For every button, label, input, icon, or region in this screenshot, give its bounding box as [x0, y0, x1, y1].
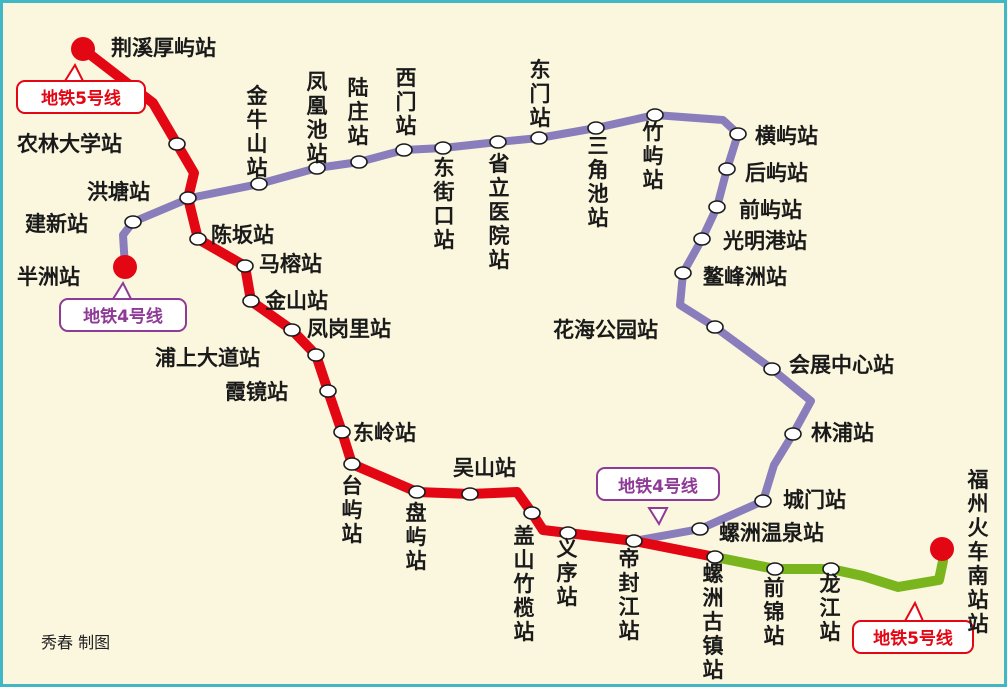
terminal-label-fuzhou-south: 福州火车南站站	[967, 468, 989, 636]
callout-line5-bottom-text: 地铁5号线	[873, 628, 953, 649]
station-label-hengyu: 横屿站	[755, 124, 818, 148]
station-dot-guangminggang[interactable]	[693, 232, 711, 246]
station-label-huahai: 花海公园站	[553, 318, 658, 342]
station-label-jinniushan: 金牛山站	[246, 84, 269, 180]
station-dot-shengli[interactable]	[489, 135, 507, 149]
station-dot-taiyu[interactable]	[343, 457, 361, 471]
station-label-jinshan: 金山站	[264, 289, 328, 313]
terminal-dot-jingxi[interactable]	[71, 37, 95, 61]
station-dot-zhuyu[interactable]	[646, 108, 664, 122]
station-label-fenggangli: 凤岗里站	[307, 317, 391, 341]
station-dot-jianxin[interactable]	[124, 215, 142, 229]
station-dot-hengyu[interactable]	[729, 127, 747, 141]
station-dot-linpu[interactable]	[784, 427, 802, 441]
station-dot-fenggangli[interactable]	[283, 323, 301, 337]
station-label-ximen: 西门站	[396, 66, 417, 138]
station-label-luzhuang: 陆庄站	[348, 76, 369, 148]
station-dot-huizhan[interactable]	[763, 362, 781, 376]
station-dot-luzhuang[interactable]	[350, 155, 368, 169]
station-label-fenghuangchi: 凤凰池站	[307, 70, 328, 166]
station-dot-chengmen[interactable]	[754, 494, 772, 508]
station-label-panyu: 盘屿站	[406, 501, 427, 573]
callout-line5-top: 地铁5号线	[16, 62, 146, 114]
station-label-gaishan: 盖山竹榄站	[513, 524, 535, 644]
callout-line4-left: 地铁4号线	[59, 280, 187, 332]
station-dot-wushan[interactable]	[461, 487, 479, 501]
station-dot-luozhou-wenquan[interactable]	[691, 522, 709, 536]
station-dot-longjiang[interactable]	[822, 562, 840, 576]
station-dot-aofengzhou[interactable]	[674, 266, 692, 280]
station-dot-qianyu[interactable]	[708, 200, 726, 214]
callout-line4-left-text: 地铁4号线	[83, 306, 163, 327]
station-label-zhuyu: 竹屿站	[642, 120, 664, 192]
station-label-huizhan: 会展中心站	[789, 353, 894, 377]
callout-line5-top-text: 地铁5号线	[41, 88, 121, 109]
station-label-guangminggang: 光明港站	[722, 229, 807, 253]
station-label-sanjiaochi: 三角池站	[588, 134, 609, 230]
station-dot-dongling[interactable]	[333, 425, 351, 439]
station-label-chenban: 陈坂站	[211, 223, 274, 247]
station-label-chengmen: 城门站	[783, 488, 846, 512]
station-label-dongling: 东岭站	[353, 421, 416, 445]
station-dot-dongjiekou[interactable]	[434, 141, 452, 155]
station-dot-yixu[interactable]	[559, 526, 577, 540]
map-credit: 秀春 制图	[41, 633, 110, 652]
station-label-dongjiekou: 东街口站	[433, 156, 455, 252]
station-label-pushang: 浦上大道站	[155, 346, 260, 370]
station-label-houyu: 后屿站	[745, 161, 808, 185]
station-dot-huahai[interactable]	[706, 320, 724, 334]
line-5-south-path	[710, 544, 948, 592]
station-label-luozhou-guzhen: 螺洲古镇站	[703, 562, 724, 682]
callout-line4-mid-text: 地铁4号线	[618, 476, 698, 497]
station-label-wushan: 吴山站	[453, 456, 516, 480]
station-dot-marong[interactable]	[236, 259, 254, 273]
station-dot-pushang[interactable]	[307, 348, 325, 362]
station-dot-fenghuangchi[interactable]	[308, 161, 326, 175]
station-dot-nonglin[interactable]	[168, 137, 186, 151]
station-label-xiajing: 霞镜站	[225, 380, 288, 404]
station-dot-xiajing[interactable]	[319, 384, 337, 398]
station-label-qianjin: 前锦站	[764, 576, 785, 648]
station-dot-jinniushan[interactable]	[250, 177, 268, 191]
station-dot-gaishan[interactable]	[523, 506, 541, 520]
station-dot-luozhou-guzhen[interactable]	[706, 550, 724, 564]
station-dot-sanjiaochi[interactable]	[587, 121, 605, 135]
metro-map: 地铁5号线 地铁4号线 地铁4号线 地铁5号线 荆溪厚屿站 半洲站 农林大学站 …	[16, 36, 989, 682]
terminal-label-banzhou: 半洲站	[17, 265, 80, 289]
terminal-label-jingxi: 荆溪厚屿站	[111, 36, 216, 60]
terminal-dot-fuzhou-south[interactable]	[930, 537, 954, 561]
station-label-aofengzhou: 鳌峰洲站	[703, 265, 787, 289]
station-label-dongmen: 东门站	[530, 58, 551, 130]
station-dot-qianjin[interactable]	[766, 562, 784, 576]
station-dot-panyu[interactable]	[408, 485, 426, 499]
callout-line5-bottom: 地铁5号线	[852, 600, 974, 654]
station-label-jianxin: 建新站	[25, 212, 88, 236]
station-label-nonglin: 农林大学站	[16, 132, 122, 156]
station-label-difeng: 帝封江站	[619, 547, 640, 643]
terminal-dot-banzhou[interactable]	[113, 255, 137, 279]
station-label-shengli: 省立医院站	[488, 152, 510, 272]
station-dot-jinshan[interactable]	[242, 294, 260, 308]
station-label-hongtang: 洪塘站	[87, 180, 150, 204]
station-dot-chenban[interactable]	[189, 232, 207, 246]
station-label-marong: 马榕站	[259, 252, 322, 276]
station-label-qianyu: 前屿站	[739, 198, 802, 222]
station-label-linpu: 林浦站	[811, 421, 874, 445]
station-label-taiyu: 台屿站	[342, 474, 363, 546]
callout-line4-mid: 地铁4号线	[596, 467, 720, 527]
station-label-yixu: 义序站	[557, 537, 578, 609]
station-dot-difeng[interactable]	[625, 534, 643, 548]
station-dot-hongtang[interactable]	[179, 191, 197, 205]
station-dot-dongmen[interactable]	[530, 131, 548, 145]
station-label-luozhou-wenquan: 螺洲温泉站	[719, 521, 824, 545]
line-4-path	[119, 111, 815, 545]
station-dot-houyu[interactable]	[718, 162, 736, 176]
station-label-longjiang: 龙江站	[820, 572, 841, 644]
station-dot-ximen[interactable]	[395, 143, 413, 157]
